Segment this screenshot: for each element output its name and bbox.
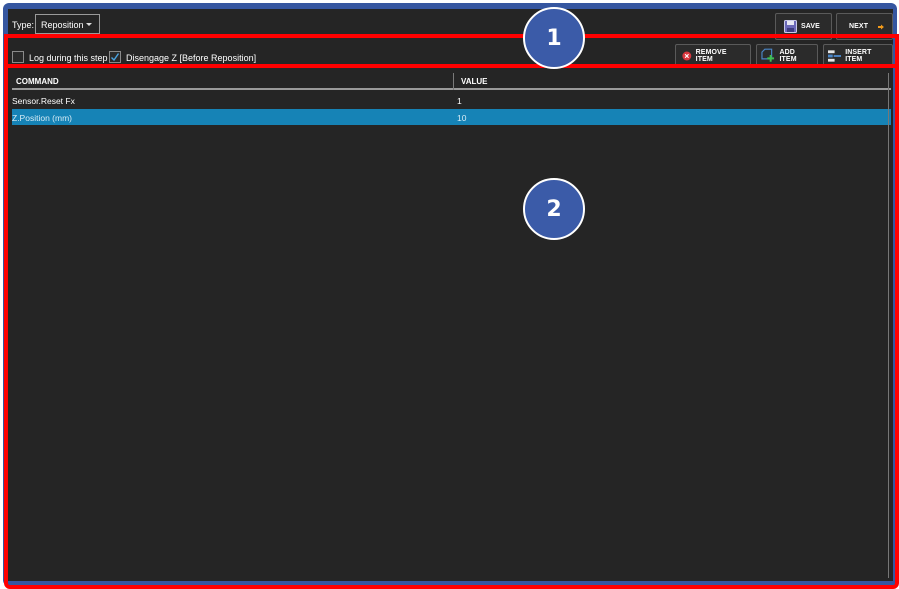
command-cell: Z.Position (mm) — [12, 113, 72, 123]
save-button[interactable]: SAVE — [775, 13, 832, 40]
table-row-selected[interactable]: Z.Position (mm) 10 — [12, 109, 891, 125]
disengage-z-label: Disengage Z [Before Reposition] — [126, 53, 257, 63]
table-row[interactable]: Sensor.Reset Fx 1 — [12, 92, 891, 108]
next-button[interactable]: NEXT — [836, 13, 893, 40]
next-label: NEXT — [849, 23, 869, 30]
command-cell: Sensor.Reset Fx — [12, 96, 75, 106]
type-label: Type: — [12, 20, 35, 30]
grid-header: COMMAND VALUE — [12, 73, 891, 90]
annotation-badge-1: 1 — [523, 7, 585, 69]
insert-item-label: INSERT ITEM — [845, 48, 872, 63]
top-bar: Type: Reposition SAVE NEXT — [8, 9, 893, 40]
grid-right-border — [888, 73, 889, 578]
annotation-badge-2: 2 — [523, 178, 585, 240]
log-during-step-checkbox[interactable] — [12, 51, 24, 63]
add-document-icon — [761, 48, 775, 62]
remove-item-button[interactable]: REMOVE ITEM — [675, 44, 751, 67]
add-item-button[interactable]: ADD ITEM — [756, 44, 818, 67]
type-dropdown-value: Reposition — [41, 20, 84, 30]
column-separator[interactable] — [453, 73, 454, 90]
add-item-label: ADD ITEM — [779, 48, 797, 63]
command-grid: COMMAND VALUE Sensor.Reset Fx 1 Z.Positi… — [12, 73, 891, 578]
app-window: Type: Reposition SAVE NEXT — [3, 3, 897, 586]
insert-row-icon — [828, 49, 842, 62]
column-header-value[interactable]: VALUE — [461, 77, 488, 86]
arrow-right-icon — [878, 23, 884, 30]
log-during-step-label: Log during this step — [29, 53, 108, 63]
type-dropdown[interactable]: Reposition — [35, 14, 100, 34]
value-cell: 10 — [457, 113, 467, 123]
chevron-down-icon — [86, 23, 92, 26]
checkmark-icon — [111, 53, 120, 62]
remove-item-label: REMOVE ITEM — [695, 48, 727, 63]
value-cell: 1 — [457, 96, 462, 106]
floppy-disk-icon — [784, 20, 797, 33]
save-label: SAVE — [801, 23, 820, 30]
column-header-command[interactable]: COMMAND — [16, 77, 59, 86]
remove-circle-icon — [682, 51, 692, 60]
disengage-z-checkbox[interactable] — [109, 51, 121, 63]
step-toolbar: Log during this step Disengage Z [Before… — [8, 41, 893, 69]
insert-item-button[interactable]: INSERT ITEM — [823, 44, 893, 67]
editor-panel: Type: Reposition SAVE NEXT — [8, 9, 893, 581]
